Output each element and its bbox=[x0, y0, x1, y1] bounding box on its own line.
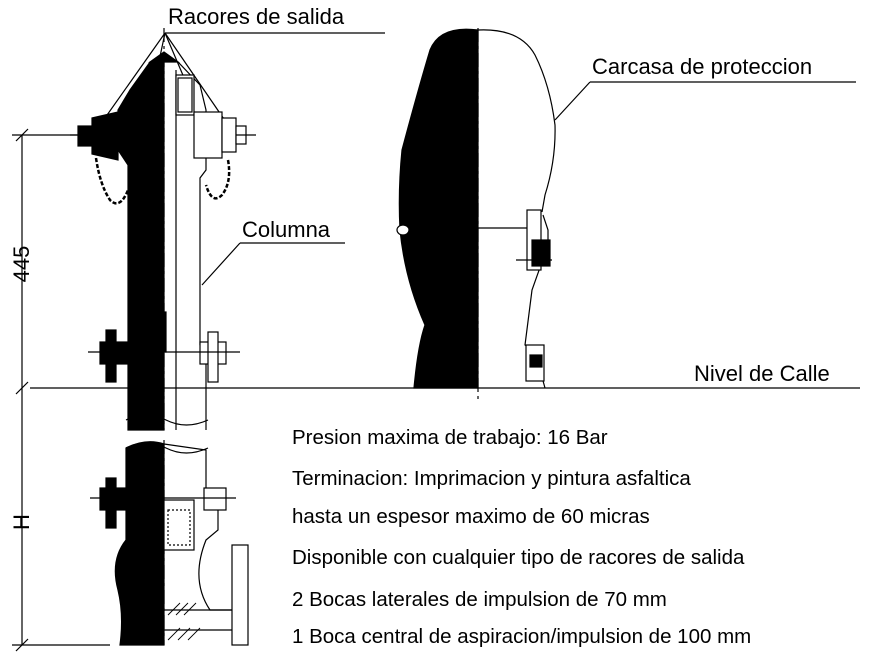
hydrant-lower bbox=[90, 440, 249, 646]
spec-boca-central: 1 Boca central de aspiracion/impulsion d… bbox=[292, 625, 752, 648]
label-carcasa-de-proteccion: Carcasa de proteccion bbox=[592, 54, 813, 79]
spec-terminacion: Terminacion: Imprimacion y pintura asfal… bbox=[292, 467, 691, 490]
dimension-h bbox=[12, 388, 110, 652]
dimension-label-h: H bbox=[9, 514, 34, 530]
spec-espesor: hasta un espesor maximo de 60 micras bbox=[292, 505, 650, 528]
label-columna: Columna bbox=[242, 217, 331, 242]
protective-casing bbox=[396, 28, 556, 400]
hydrant-upper bbox=[70, 28, 256, 431]
spec-racores: Disponible con cualquier tipo de racores… bbox=[292, 546, 745, 569]
spec-presion: Presion maxima de trabajo: 16 Bar bbox=[292, 426, 608, 449]
spec-bocas-laterales: 2 Bocas laterales de impulsion de 70 mm bbox=[292, 588, 667, 611]
leader-carcasa bbox=[554, 81, 856, 121]
leader-racores bbox=[99, 32, 385, 126]
label-racores-de-salida: Racores de salida bbox=[168, 4, 345, 29]
dimension-label-445: 445 bbox=[9, 245, 34, 283]
leader-columna bbox=[201, 242, 345, 286]
label-nivel-de-calle: Nivel de Calle bbox=[694, 361, 830, 386]
